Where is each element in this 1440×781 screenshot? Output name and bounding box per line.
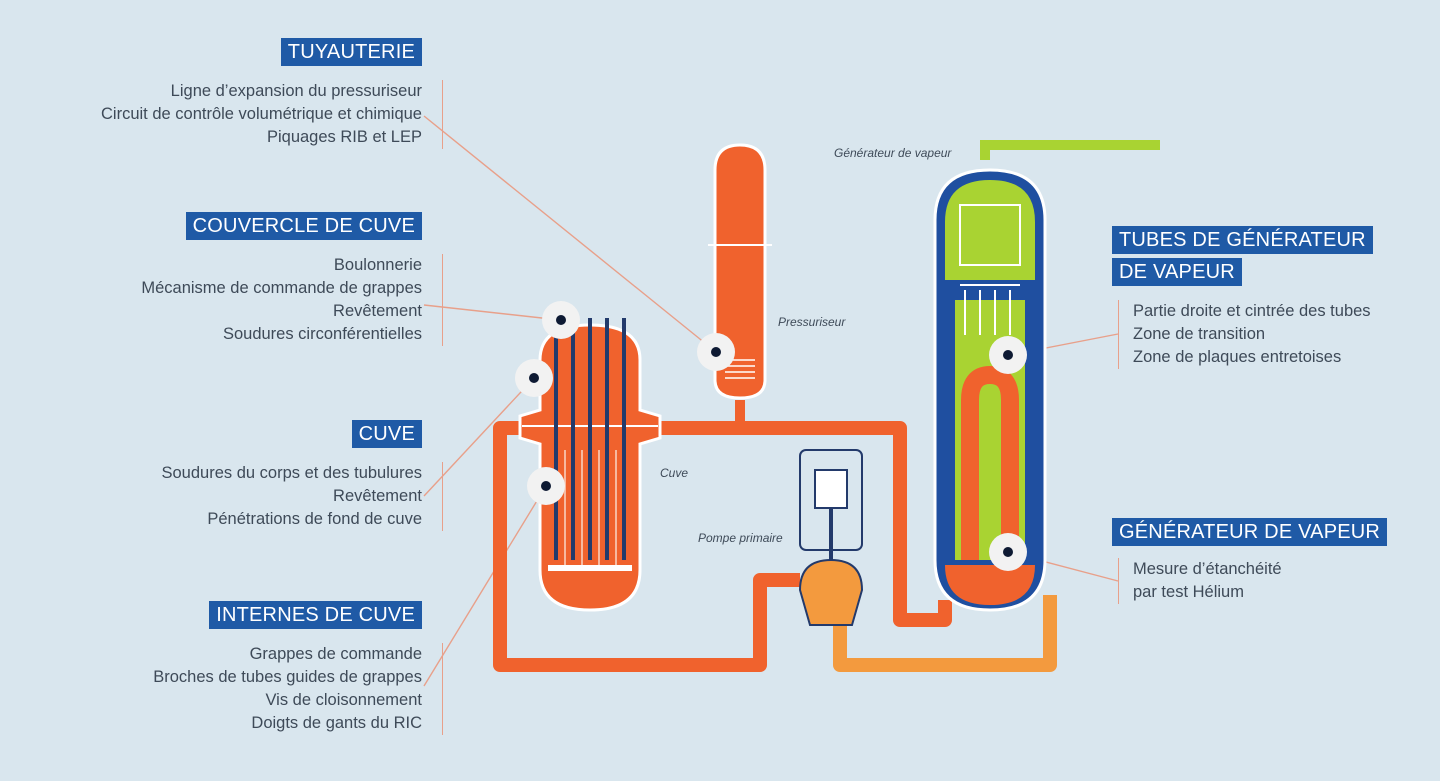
list-item: Revêtement [333, 302, 422, 320]
list-item: Mesure d’étanchéité [1133, 560, 1282, 578]
items-tubes-gv: Partie droite et cintrée des tubes Zone … [1118, 300, 1373, 369]
items-internes: Grappes de commande Broches de tubes gui… [153, 643, 443, 735]
heading-cuve: CUVE [351, 420, 422, 448]
list-item: Boulonnerie [333, 256, 422, 274]
steam-generator [933, 140, 1160, 612]
list-item: Soudures circonférentielles [222, 325, 422, 343]
list-item: Zone de transition [1133, 325, 1266, 343]
section-gv: GÉNÉRATEUR DE VAPEUR Mesure d’étanchéité… [1112, 518, 1388, 604]
reactor-vessel [518, 318, 662, 612]
list-item: Zone de plaques entretoises [1133, 348, 1342, 366]
heading-tubes-gv-line1: TUBES DE GÉNÉRATEUR [1112, 226, 1373, 254]
marker-internes [527, 467, 565, 505]
list-item: Pénétrations de fond de cuve [207, 510, 422, 528]
section-tubes-gv: TUBES DE GÉNÉRATEUR DE VAPEUR Partie dro… [1112, 226, 1373, 369]
marker-tubes-gv [989, 336, 1027, 374]
primary-loop [493, 400, 1057, 672]
list-item: Vis de cloisonnement [265, 691, 422, 709]
pressurizer [708, 143, 772, 400]
list-item: Circuit de contrôle volumétrique et chim… [101, 105, 422, 123]
heading-tubes-gv: TUBES DE GÉNÉRATEUR DE VAPEUR [1112, 226, 1373, 290]
section-cuve: CUVE Soudures du corps et des tubulures … [162, 420, 443, 531]
label-generateur: Générateur de vapeur [834, 146, 952, 160]
section-tuyauterie: TUYAUTERIE Ligne d’expansion du pressuri… [101, 38, 443, 149]
list-item: Broches de tubes guides de grappes [153, 668, 422, 686]
list-item: par test Hélium [1133, 583, 1244, 601]
list-item: Grappes de commande [249, 645, 422, 663]
marker-couvercle [542, 301, 580, 339]
items-couvercle: Boulonnerie Mécanisme de commande de gra… [141, 254, 443, 346]
heading-internes: INTERNES DE CUVE [209, 601, 422, 629]
primary-pump [798, 449, 864, 626]
marker-cuve [515, 359, 553, 397]
section-internes: INTERNES DE CUVE Grappes de commande Bro… [153, 601, 443, 735]
items-gv: Mesure d’étanchéité par test Hélium [1118, 558, 1387, 604]
list-item: Ligne d’expansion du pressuriseur [170, 82, 422, 100]
list-item: Soudures du corps et des tubulures [161, 464, 423, 482]
heading-gv: GÉNÉRATEUR DE VAPEUR [1112, 518, 1388, 546]
label-cuve: Cuve [660, 466, 689, 480]
label-pressuriseur: Pressuriseur [778, 315, 846, 329]
inspection-markers [515, 301, 1027, 571]
label-pompe: Pompe primaire [698, 531, 783, 545]
heading-tuyauterie: TUYAUTERIE [280, 38, 422, 66]
items-tuyauterie: Ligne d’expansion du pressuriseur Circui… [101, 80, 443, 149]
heading-couvercle: COUVERCLE DE CUVE [185, 212, 422, 240]
list-item: Partie droite et cintrée des tubes [1133, 302, 1371, 320]
list-item: Mécanisme de commande de grappes [141, 279, 422, 297]
list-item: Doigts de gants du RIC [251, 714, 422, 732]
items-cuve: Soudures du corps et des tubulures Revêt… [161, 462, 443, 531]
list-item: Revêtement [333, 487, 422, 505]
marker-gv [989, 533, 1027, 571]
marker-tuyauterie [697, 333, 735, 371]
section-couvercle: COUVERCLE DE CUVE Boulonnerie Mécanisme … [141, 212, 443, 346]
heading-tubes-gv-line2: DE VAPEUR [1112, 258, 1242, 286]
list-item: Piquages RIB et LEP [266, 128, 422, 146]
